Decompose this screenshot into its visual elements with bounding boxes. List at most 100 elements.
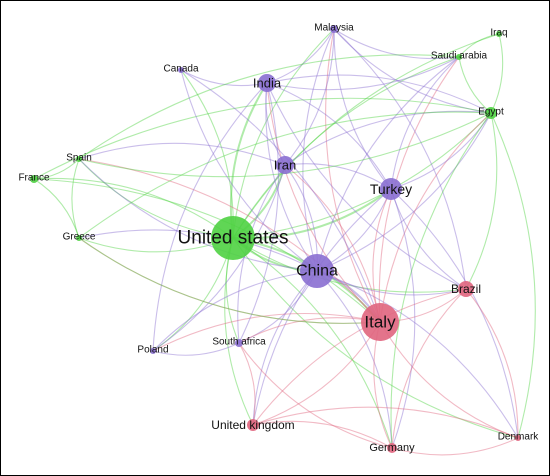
node-iran: [276, 156, 294, 174]
node-iraq: [496, 31, 502, 37]
edge-us-iraq: [232, 33, 500, 239]
edge-china-greece: [78, 229, 318, 272]
edge-italy-uk: [252, 321, 381, 426]
edge-egypt-germany: [390, 112, 492, 449]
node-germany: [387, 443, 397, 453]
edge-india-egypt: [266, 74, 492, 114]
edge-iran-turkey: [284, 163, 392, 190]
edge-china-spain: [78, 158, 318, 272]
edge-turkey-saudi: [390, 56, 460, 190]
edge-turkey-uk: [252, 188, 392, 426]
node-canada: [178, 67, 184, 73]
edge-spain-greece: [71, 158, 80, 239]
edge-india-turkey: [266, 82, 392, 190]
node-greece: [76, 235, 82, 241]
edge-italy-spain: [78, 158, 381, 323]
edge-italy-iran: [284, 164, 381, 323]
edge-egypt-denmark: [490, 112, 536, 439]
edge-iran-poland: [152, 164, 286, 352]
node-italy: [361, 303, 399, 341]
node-label-france: France: [18, 173, 50, 184]
edge-greece-italy: [78, 237, 381, 324]
edge-turkey-germany: [390, 188, 416, 449]
node-label-greece: Greece: [63, 232, 96, 243]
node-southafrica: [235, 339, 243, 347]
edge-china-saudi: [316, 56, 460, 272]
node-malaysia: [330, 25, 338, 33]
edge-us-germany: [232, 237, 393, 449]
edge-germany-southafrica: [238, 342, 393, 449]
node-label-italy: Italy: [364, 313, 396, 332]
edge-india-saudi: [266, 56, 460, 91]
edge-china-malaysia: [302, 28, 335, 272]
node-label-germany: Germany: [369, 442, 415, 454]
edge-iran-malaysia: [284, 28, 335, 166]
edge-us-malaysia: [232, 28, 335, 239]
node-denmark: [515, 435, 521, 441]
edge-malaysia-brazil: [333, 28, 467, 290]
edge-iran-spain: [78, 142, 286, 166]
edge-egypt-greece: [78, 111, 492, 239]
edge-france-greece: [33, 178, 80, 239]
edge-italy-greece: [78, 237, 381, 324]
edge-india-canada: [180, 69, 268, 87]
edge-turkey-egypt: [390, 112, 492, 190]
edge-germany-denmark: [391, 437, 519, 456]
node-us: [211, 216, 255, 260]
edge-uk-southafrica: [238, 342, 256, 426]
edge-italy-egypt: [379, 112, 492, 323]
node-label-china: China: [296, 263, 338, 280]
node-label-brazil: Brazil: [451, 282, 481, 296]
edge-china-poland: [152, 270, 318, 352]
node-label-denmark: Denmark: [498, 432, 540, 443]
edge-malaysia-egypt: [333, 28, 492, 114]
edge-turkey-malaysia: [333, 28, 392, 190]
edge-saudi-iraq: [458, 33, 500, 58]
edge-us-denmark: [232, 237, 519, 439]
edge-brazil-denmark: [465, 288, 519, 439]
edge-egypt-saudi: [458, 56, 492, 114]
node-label-spain: Spain: [66, 153, 92, 164]
node-label-india: India: [253, 76, 282, 91]
edge-china-brazil: [316, 270, 467, 296]
node-poland: [150, 348, 156, 354]
edge-us-spain: [78, 158, 234, 239]
edge-italy-denmark: [379, 321, 519, 439]
edge-egypt-france: [33, 97, 492, 180]
node-brazil: [458, 281, 474, 297]
node-label-uk: United kingdom: [211, 418, 294, 432]
edge-india-malaysia: [266, 28, 335, 84]
edge-india-poland: [152, 82, 268, 352]
edge-china-uk: [252, 270, 318, 426]
edge-saudi-spain: [78, 54, 460, 160]
edge-china-egypt: [316, 112, 492, 272]
edge-italy-india: [266, 82, 381, 323]
node-france: [30, 175, 38, 183]
edge-egypt-iraq: [490, 33, 504, 114]
node-label-egypt: Egypt: [478, 107, 504, 118]
node-china: [300, 254, 334, 288]
edge-turkey-denmark: [390, 188, 519, 439]
edge-uk-denmark: [252, 406, 519, 439]
edge-egypt-brazil: [465, 112, 498, 290]
node-label-us: United states: [178, 228, 289, 249]
node-label-poland: Poland: [137, 345, 168, 356]
edge-canada-china: [180, 69, 318, 272]
edge-italy-malaysia: [325, 28, 381, 323]
edge-china-germany: [316, 270, 393, 449]
edge-us-saudi: [232, 56, 460, 239]
edge-brazil-germany: [391, 288, 467, 449]
node-label-turkey: Turkey: [370, 181, 412, 197]
node-label-iran: Iran: [274, 158, 296, 173]
node-layer: [30, 25, 521, 453]
edge-us-uk: [224, 237, 254, 426]
edge-india-brazil: [266, 82, 467, 290]
edge-china-denmark: [316, 270, 519, 439]
node-label-saudi: Saudi arabia: [431, 51, 488, 62]
edge-india-southafrica: [238, 82, 280, 344]
node-turkey: [380, 178, 402, 200]
node-uk: [247, 419, 259, 431]
